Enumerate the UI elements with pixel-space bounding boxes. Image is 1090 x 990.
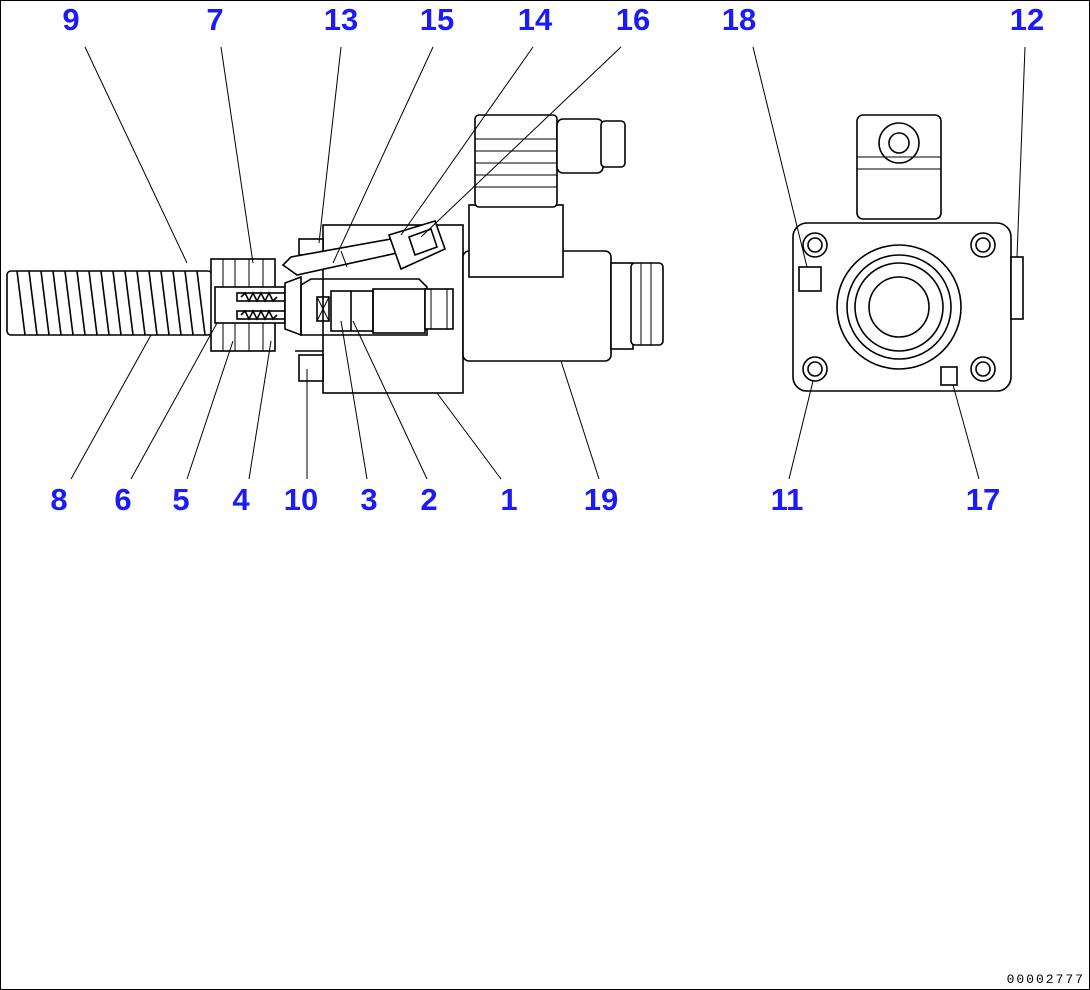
hose-coil	[196, 270, 206, 336]
hose-coil	[124, 270, 134, 336]
callout-14: 14	[517, 2, 553, 37]
callout-1: 1	[500, 482, 518, 517]
hose-coil	[112, 270, 122, 336]
callout-17: 17	[965, 482, 1001, 517]
callout-8: 8	[50, 482, 68, 517]
leader-lines	[70, 46, 1026, 480]
hose-coil	[100, 270, 110, 336]
hose-coil	[160, 270, 170, 336]
hose-coil	[52, 270, 62, 336]
corrugated-hose	[6, 270, 213, 336]
callout-5: 5	[172, 482, 190, 517]
callout-18: 18	[721, 2, 757, 37]
callout-10: 10	[283, 482, 319, 517]
callout-11: 11	[770, 482, 804, 517]
callout-7: 7	[206, 2, 224, 37]
callout-15: 15	[419, 2, 455, 37]
callout-3: 3	[360, 482, 378, 517]
callout-12: 12	[1009, 2, 1045, 37]
hose-coil	[88, 270, 98, 336]
callout-6: 6	[114, 482, 132, 517]
callout-13: 13	[323, 2, 359, 37]
callout-19: 19	[583, 482, 619, 517]
front-view	[792, 114, 1024, 392]
hose-coil	[16, 270, 26, 336]
callout-2: 2	[420, 482, 438, 517]
hose-coil	[148, 270, 158, 336]
drawing-id: 00002777	[1006, 972, 1085, 987]
callout-9: 9	[62, 2, 80, 37]
callout-16: 16	[615, 2, 651, 37]
callout-4: 4	[232, 482, 250, 517]
hose-coil	[76, 270, 86, 336]
hose-coil	[172, 270, 182, 336]
hose-coil	[28, 270, 38, 336]
hose-coil	[64, 270, 74, 336]
side-view	[6, 114, 664, 394]
hose-coil	[184, 270, 194, 336]
hose-connector	[210, 258, 302, 352]
hose-coil	[136, 270, 146, 336]
solenoid	[462, 114, 664, 362]
hose-coil	[40, 270, 50, 336]
hose-coils	[16, 270, 206, 336]
